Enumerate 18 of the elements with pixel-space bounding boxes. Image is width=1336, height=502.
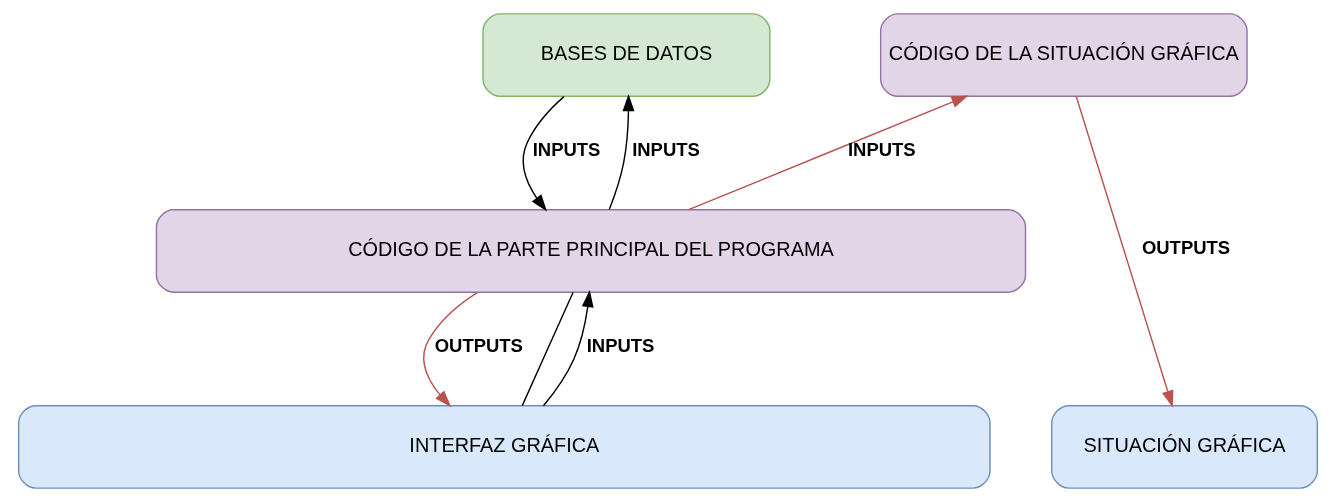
node-box: CÓDIGO DE LA PARTE PRINCIPAL DEL PROGRAMA	[155, 209, 1027, 293]
node-box: SITUACIÓN GRÁFICA	[1051, 405, 1319, 489]
arrow	[423, 291, 479, 408]
edge-label: INPUTS	[632, 139, 700, 161]
edge-label: OUTPUTS	[434, 335, 523, 357]
arrow	[542, 290, 594, 407]
node-box: INTERFAZ GRÁFICA	[17, 405, 991, 489]
node-box: BASES DE DATOS	[482, 13, 771, 97]
arrow	[522, 95, 565, 212]
edge-label: INPUTS	[847, 139, 916, 161]
arrow	[608, 94, 635, 211]
arrow	[1075, 95, 1174, 408]
edge-label: OUTPUTS	[1141, 237, 1231, 259]
node-box: CÓDIGO DE LA SITUACIÓN GRÁFICA	[879, 13, 1248, 97]
edge-label: INPUTS	[532, 139, 601, 161]
arrow	[687, 95, 969, 211]
connector	[521, 291, 574, 407]
edge-label: INPUTS	[586, 335, 655, 357]
